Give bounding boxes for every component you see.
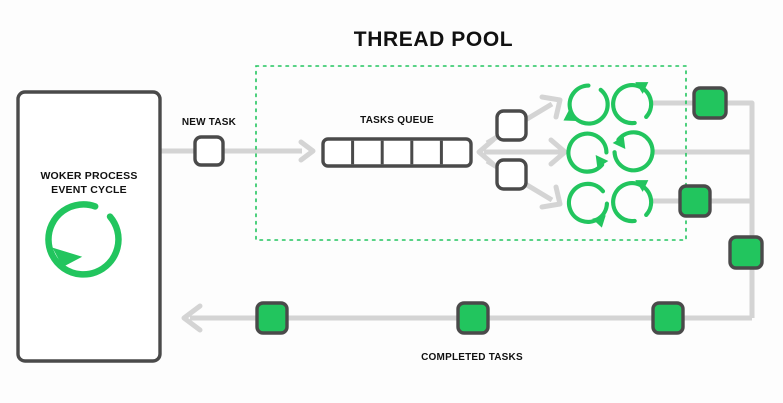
thread-spinner-2b	[612, 130, 655, 173]
thread-spinner-2a	[566, 131, 609, 174]
refresh-cycle-icon	[45, 201, 122, 278]
arrowhead-threads-right	[548, 137, 568, 167]
tasks-queue[interactable]	[321, 137, 473, 168]
completed-square-row-1[interactable]	[692, 86, 728, 120]
arrowhead-dispatch-down	[539, 184, 563, 210]
completed-tasks-label: COMPLETED TASKS	[421, 352, 523, 363]
thread-spinner-3b	[611, 180, 654, 224]
arrowhead-completed-left	[181, 303, 203, 333]
dispatch-square-upper[interactable]	[495, 109, 528, 142]
new-task-label: NEW TASK	[181, 117, 237, 128]
thread-spinner-1a	[563, 83, 610, 126]
tasks-queue-outer	[321, 137, 473, 168]
completed-square-row-3[interactable]	[678, 184, 712, 218]
completed-task-square-2[interactable]	[456, 301, 490, 335]
worker-process-label-line1: WOKER PROCESS	[40, 170, 138, 182]
arrowhead-dispatch-up	[539, 94, 563, 120]
thread-spinner-1b	[611, 82, 654, 126]
thread-pool-dotted-region	[255, 65, 687, 241]
completed-task-square-3[interactable]	[651, 301, 685, 335]
flow-lines-layer	[160, 94, 755, 333]
worker-process-box[interactable]	[16, 90, 162, 363]
completed-square-rail[interactable]	[728, 235, 764, 270]
thread-spinner-3a	[566, 181, 610, 228]
arrowhead-to-queue	[298, 139, 316, 163]
dispatch-square-lower[interactable]	[495, 158, 528, 191]
worker-process-label-line2: EVENT CYCLE	[51, 184, 127, 196]
new-task-square[interactable]	[193, 135, 225, 167]
completed-task-square-1[interactable]	[255, 301, 289, 335]
tasks-queue-label: TASKS QUEUE	[360, 115, 434, 126]
page-title: THREAD POOL	[353, 28, 514, 51]
